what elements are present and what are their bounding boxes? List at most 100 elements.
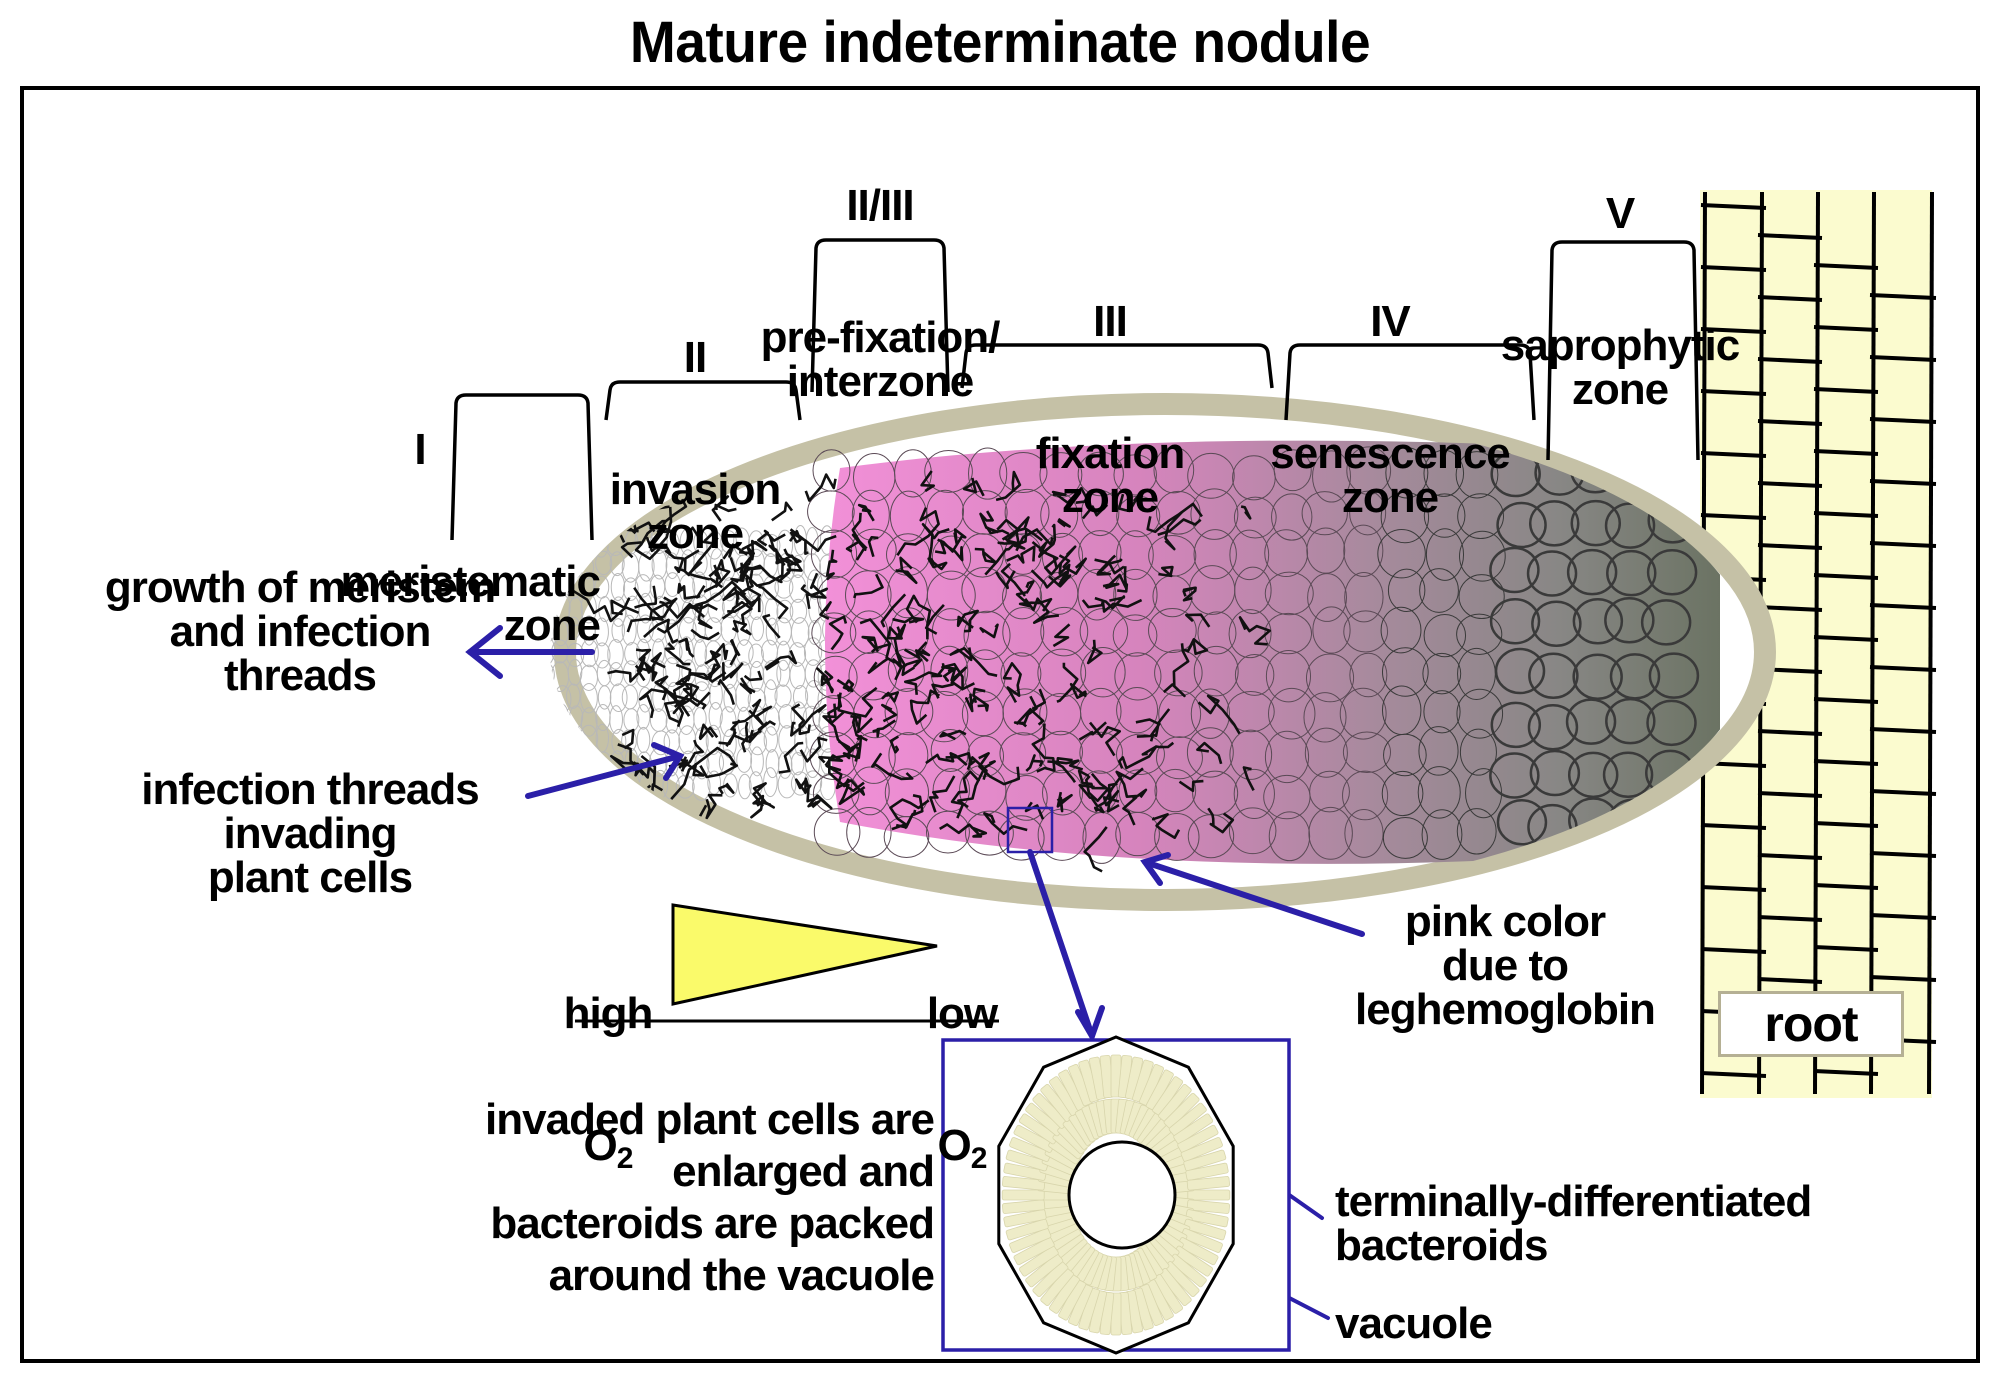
meristem-cell xyxy=(807,620,822,645)
bacteroids xyxy=(1001,1054,1231,1336)
plant-cell xyxy=(1116,686,1159,734)
plant-cell xyxy=(1490,701,1542,749)
infection-thread xyxy=(896,507,940,557)
bacteroid xyxy=(1001,1189,1045,1201)
infection-thread xyxy=(1024,597,1060,624)
plant-cell xyxy=(999,451,1048,494)
plant-cell xyxy=(1002,688,1048,736)
infection-thread xyxy=(974,547,997,564)
plant-cell xyxy=(1186,727,1234,778)
bacteroid xyxy=(1013,1237,1055,1266)
plant-cell xyxy=(1005,775,1048,821)
plant-cell xyxy=(1344,808,1384,858)
infection-thread xyxy=(687,526,716,545)
plant-cell xyxy=(1423,449,1465,497)
meristem-cell xyxy=(622,577,639,602)
root-cell-wall xyxy=(1757,481,1823,488)
plant-cell xyxy=(1301,491,1348,536)
plant-cell xyxy=(1459,530,1506,582)
plant-cell xyxy=(1422,652,1462,695)
root-cell-wall xyxy=(1700,203,1767,210)
infection-thread xyxy=(1162,649,1190,698)
infection-thread xyxy=(695,580,747,607)
arrow-meristem-growth xyxy=(465,625,595,679)
infection-thread xyxy=(1025,754,1044,772)
infection-thread xyxy=(904,671,943,695)
infection-thread xyxy=(920,470,935,493)
plant-cell xyxy=(1529,749,1581,797)
root-cell-wall xyxy=(1813,945,1879,952)
plant-cell xyxy=(1273,449,1312,492)
infection-thread xyxy=(722,586,761,613)
infection-thread xyxy=(654,675,669,692)
infection-thread xyxy=(845,512,862,553)
infection-thread xyxy=(799,736,828,763)
infection-thread xyxy=(1030,569,1069,589)
root-cell-wall xyxy=(1813,883,1879,890)
infection-thread xyxy=(881,703,898,723)
infection-thread xyxy=(949,647,998,677)
root-cell-wall xyxy=(1757,977,1823,984)
meristem-cell xyxy=(750,746,764,777)
meristem-cell xyxy=(621,614,637,646)
zone-name: senescence zone xyxy=(1270,429,1511,522)
plant-cell xyxy=(1531,600,1582,647)
infection-thread xyxy=(1102,566,1128,590)
plant-cell xyxy=(1077,451,1124,497)
plant-cell xyxy=(1112,614,1158,657)
oxygen-gradient xyxy=(575,903,999,1023)
infection-thread xyxy=(1057,517,1071,528)
plant-cell xyxy=(1343,524,1384,577)
infection-thread xyxy=(936,663,945,678)
meristem-cell xyxy=(580,707,598,737)
infection-thread xyxy=(956,609,979,633)
plant-cell xyxy=(1312,450,1351,503)
root-cell-wall xyxy=(1869,727,1937,734)
plant-cell xyxy=(963,610,1011,661)
infection-thread xyxy=(892,658,923,681)
infection-thread xyxy=(1238,616,1271,646)
infection-threads xyxy=(560,470,1271,873)
infection-thread xyxy=(752,782,775,809)
zone-name: pre-fixation/ interzone xyxy=(760,313,1001,406)
infection-thread xyxy=(800,583,829,610)
meristem-cell xyxy=(707,592,725,623)
infection-thread xyxy=(678,756,689,772)
plant-cell xyxy=(931,535,972,580)
infection-thread xyxy=(1197,694,1241,735)
plant-cell xyxy=(1233,496,1277,539)
meristem-cell xyxy=(790,617,810,648)
meristem-cell xyxy=(611,728,627,755)
infection-thread xyxy=(804,473,837,502)
plant-cell xyxy=(1458,574,1505,620)
infection-thread xyxy=(857,503,875,522)
plant-cell xyxy=(1116,733,1165,775)
arrow-to-inset xyxy=(1027,849,1105,1044)
infection-thread xyxy=(664,700,691,724)
plant-cell xyxy=(1197,611,1237,655)
infection-thread xyxy=(871,752,914,781)
infection-thread xyxy=(925,752,968,766)
infection-thread xyxy=(718,731,737,748)
bacteroid xyxy=(1009,1137,1052,1162)
plant-cell xyxy=(1308,806,1353,860)
plant-cell xyxy=(1346,446,1392,495)
oxygen-subscript: 2 xyxy=(616,1142,634,1175)
plant-cell xyxy=(968,447,1008,500)
infection-thread xyxy=(1117,493,1140,513)
root-cell-wall xyxy=(1869,541,1937,548)
infection-thread xyxy=(750,794,772,819)
infection-thread xyxy=(1240,505,1252,520)
infection-thread xyxy=(717,679,736,705)
plant-cell xyxy=(1154,768,1197,813)
infection-thread xyxy=(643,618,679,644)
arrow-infection-threads xyxy=(525,742,685,799)
infection-thread xyxy=(1002,662,1022,704)
meristem-cell xyxy=(610,772,627,801)
meristem-cell xyxy=(597,685,612,710)
plant-cell xyxy=(1383,733,1427,777)
bacteroid xyxy=(1177,1124,1219,1153)
oxygen-low-label: low O2 xyxy=(902,904,1022,1262)
infection-thread xyxy=(771,501,794,522)
